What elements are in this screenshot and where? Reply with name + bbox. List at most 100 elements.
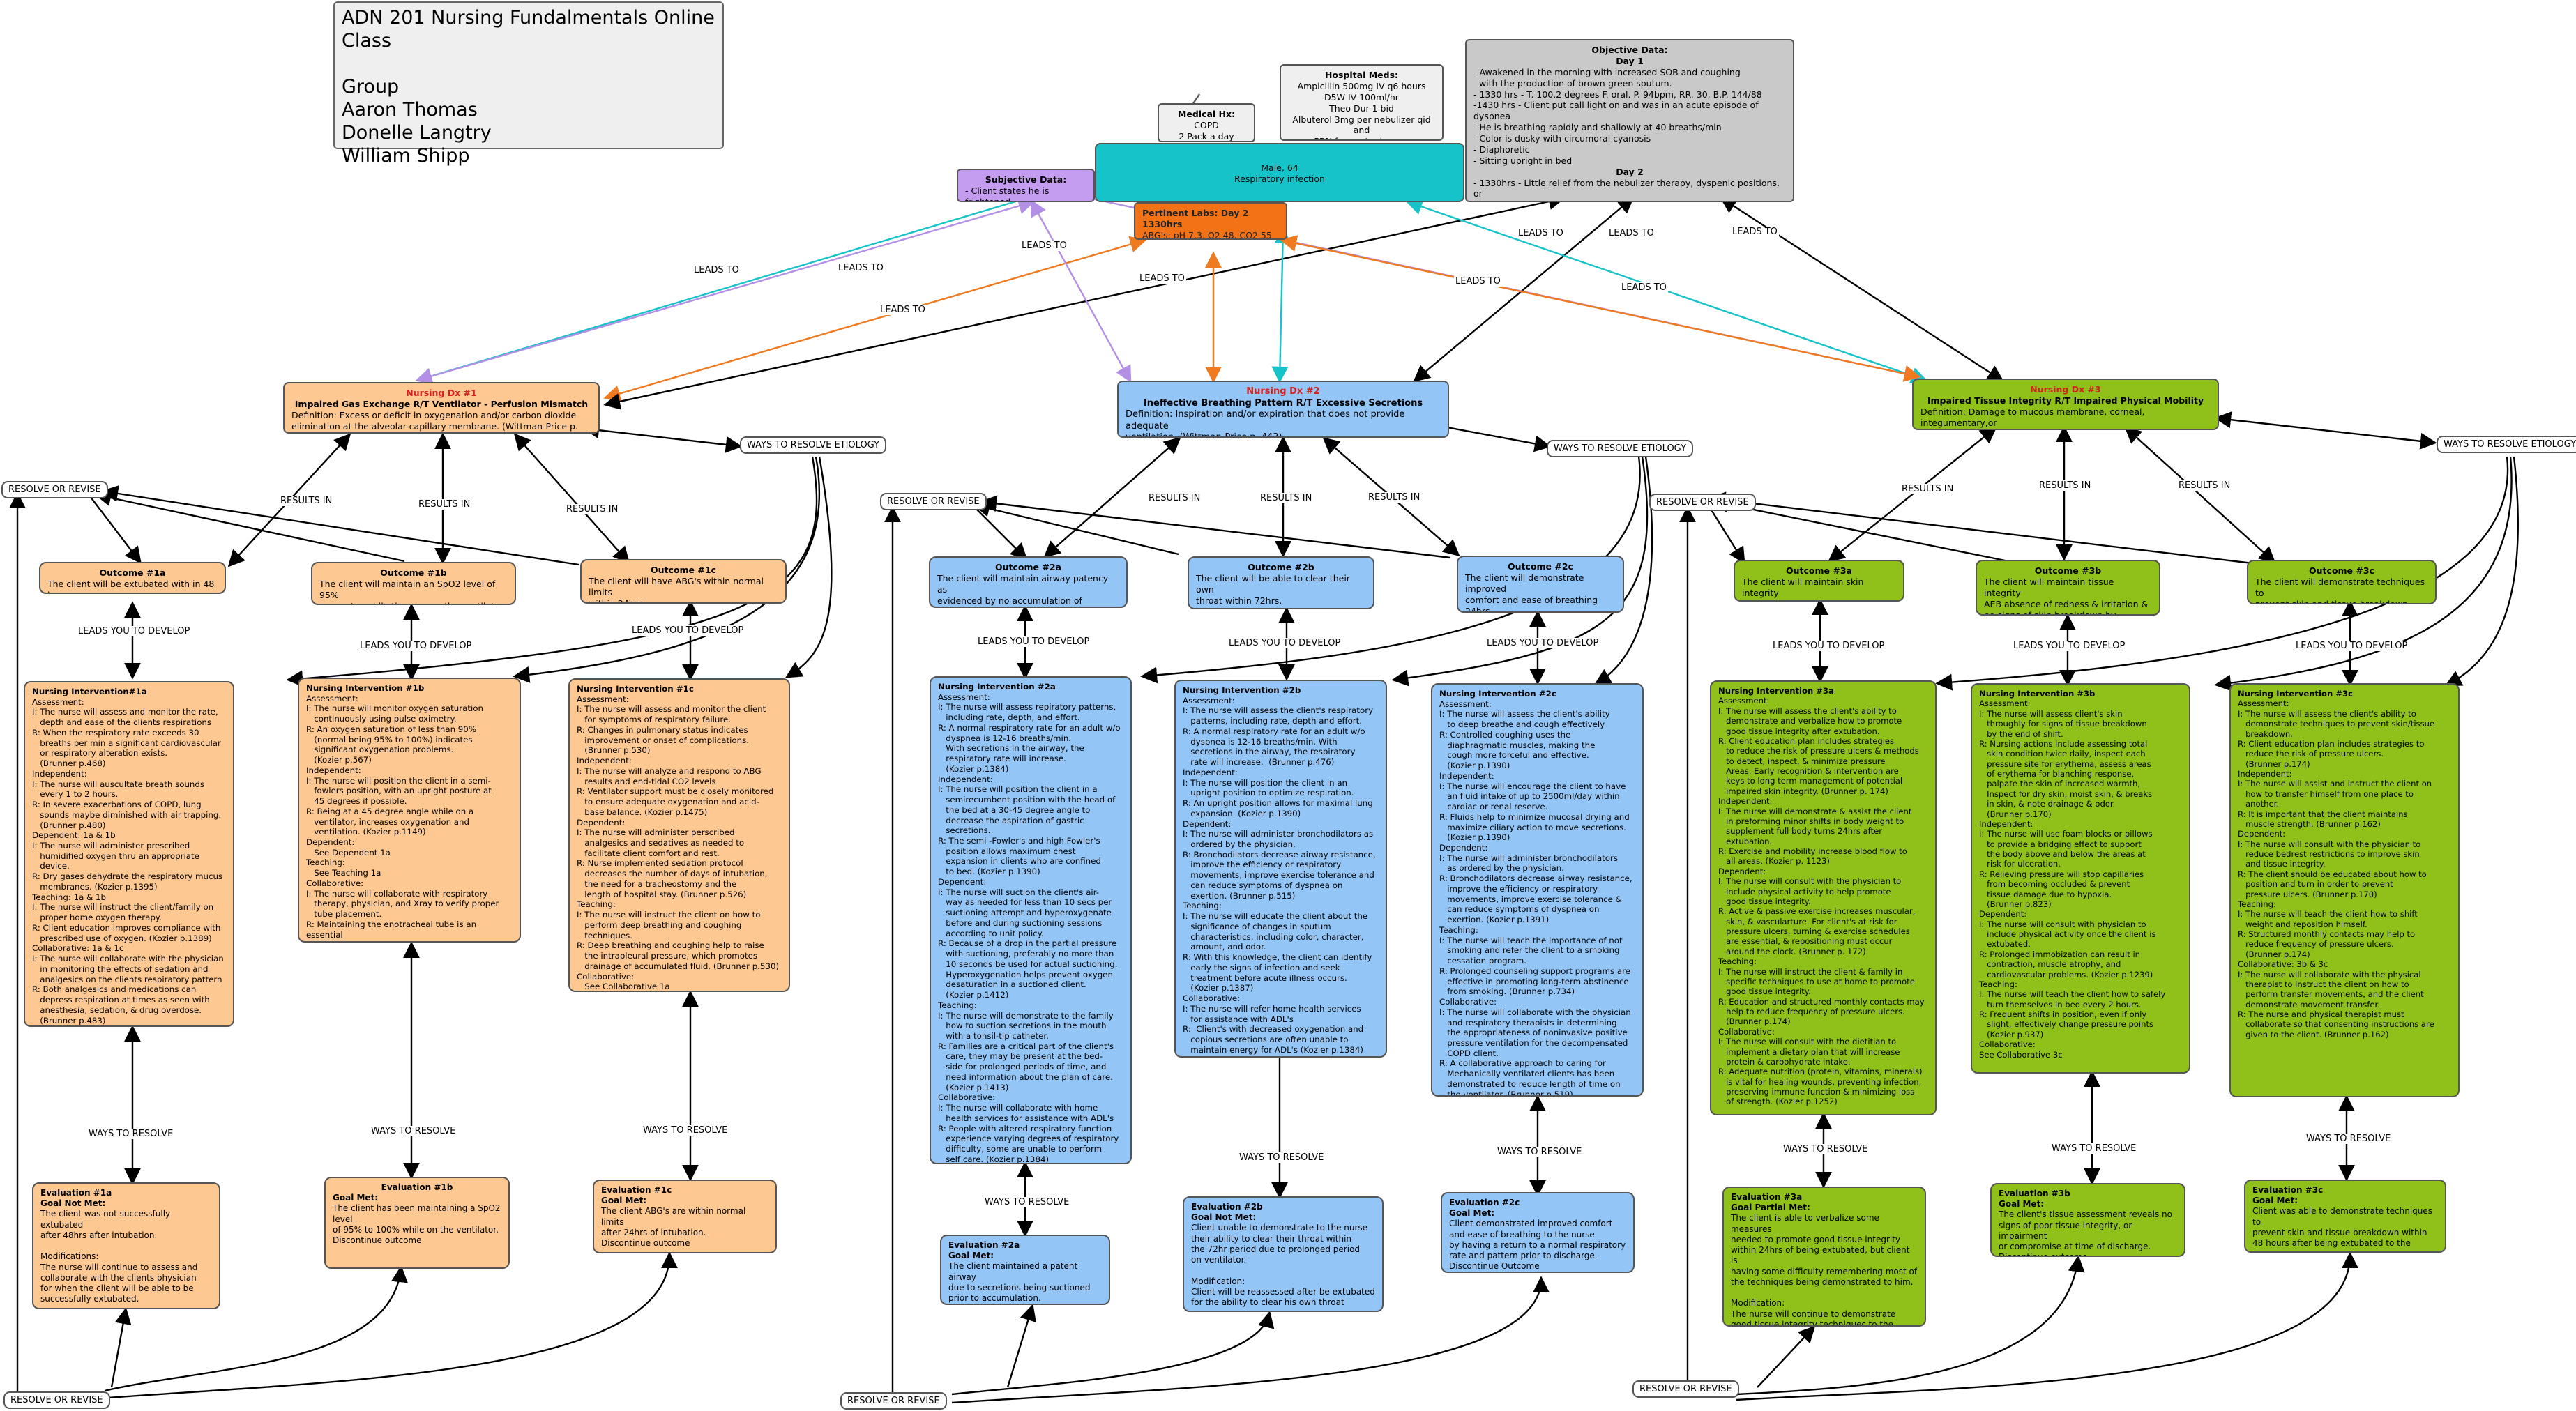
resolve-or-revise-3-top[interactable]: RESOLVE OR REVISE — [1649, 494, 1756, 511]
dx1-definition: Definition: Excess or deficit in oxygena… — [291, 409, 578, 432]
results-in-label: RESULTS IN — [1900, 484, 1955, 494]
medical-hx-box: Medical Hx:COPD 2 Pack a day smoker — [1158, 103, 1255, 142]
evaluation-2c-text: Client demonstrated improved comfort and… — [1449, 1219, 1626, 1272]
leads-you-to-develop-label: LEADS YOU TO DEVELOP — [77, 626, 192, 636]
ways-to-resolve-label: WAYS TO RESOLVE — [370, 1126, 457, 1136]
results-in-label: RESULTS IN — [1367, 492, 1422, 503]
ways-to-resolve-label: WAYS TO RESOLVE — [983, 1197, 1071, 1207]
resolve-or-revise-2-top[interactable]: RESOLVE OR REVISE — [880, 493, 987, 510]
intervention-1a-text: Assessment: I: The nurse will assess and… — [32, 696, 224, 1025]
evaluation-2a-goal: Goal Met: — [948, 1251, 994, 1261]
results-in-label: RESULTS IN — [1147, 493, 1202, 503]
leads-to-label: LEADS TO — [1517, 228, 1565, 238]
evaluation-2c-title: Evaluation #2c — [1449, 1198, 1520, 1207]
outcome-1b-title: Outcome #1b — [380, 567, 447, 578]
resolve-or-revise-1-top[interactable]: RESOLVE OR REVISE — [1, 481, 108, 498]
results-in-label: RESULTS IN — [2177, 480, 2232, 491]
evaluation-3c-goal: Goal Met: — [2252, 1196, 2298, 1206]
dx1-title: Impaired Gas Exchange R/T Ventilator - P… — [294, 398, 589, 409]
evaluation-1b-goal: Goal Met: — [333, 1193, 379, 1203]
leads-to-label: LEADS TO — [1620, 282, 1668, 293]
ways-to-resolve-label: WAYS TO RESOLVE — [1782, 1144, 1870, 1154]
ways-to-resolve-etiology-3[interactable]: WAYS TO RESOLVE ETIOLOGY — [2437, 436, 2576, 453]
intervention-2c-text: Assessment: I: The nurse will assess the… — [1439, 699, 1632, 1097]
dx2-tag: Nursing Dx #2 — [1246, 386, 1320, 397]
ways-to-resolve-label: WAYS TO RESOLVE — [2305, 1134, 2393, 1144]
intervention-1c-title: Nursing Intervention #1c — [577, 684, 694, 694]
medical-hx-title: Medical Hx: — [1177, 109, 1236, 119]
intervention-1c-text: Assessment: I: The nurse will assess and… — [577, 694, 780, 992]
results-in-label: RESULTS IN — [565, 504, 620, 514]
ways-to-resolve-etiology-2[interactable]: WAYS TO RESOLVE ETIOLOGY — [1547, 440, 1694, 457]
evaluation-3a-title: Evaluation #3a — [1731, 1192, 1803, 1202]
leads-to-label: LEADS TO — [1454, 276, 1502, 287]
outcome-3a-text: The client will maintain skin integrity … — [1742, 576, 1864, 600]
intervention-3c-title: Nursing Intervention #3c — [2238, 689, 2353, 699]
intervention-3b-text: Assessment: I: The nurse will assess cli… — [1979, 699, 2166, 1060]
labs-text: ABG's: pH 7.3, O2 48, CO2 55 HCO3 30 — [1142, 229, 1272, 240]
outcome-2a-title: Outcome #2a — [995, 562, 1061, 572]
subjective-title: Subjective Data: — [985, 174, 1067, 185]
outcome-2a-text: The client will maintain airway patency … — [937, 572, 1109, 607]
evaluation-2b-goal: Goal Not Met: — [1191, 1212, 1257, 1223]
outcome-2c-title: Outcome #2c — [1508, 561, 1573, 572]
results-in-label: RESULTS IN — [279, 496, 334, 506]
resolve-or-revise-2-bottom[interactable]: RESOLVE OR REVISE — [840, 1392, 947, 1410]
evaluation-2c-goal: Goal Met: — [1449, 1208, 1495, 1219]
dx3-definition: Definition: Damage to mucous membrane, c… — [1920, 406, 2145, 429]
objective-day2: Day 2 — [1616, 166, 1644, 177]
evaluation-1a-title: Evaluation #1a — [40, 1188, 112, 1198]
intervention-3a-text: Assessment: I: The nurse will assess the… — [1718, 696, 1925, 1107]
leads-you-to-develop-label: LEADS YOU TO DEVELOP — [1485, 638, 1600, 648]
evaluation-1c-goal: Goal Met: — [601, 1196, 647, 1206]
resolve-or-revise-1-bottom[interactable]: RESOLVE OR REVISE — [3, 1391, 110, 1409]
dx3-title: Impaired Tissue Integrity R/T Impaired P… — [1927, 395, 2204, 406]
outcome-3b-title: Outcome #3b — [2034, 565, 2102, 576]
subjective-text: - Client states he is frightened — [965, 185, 1052, 202]
resolve-or-revise-3-bottom[interactable]: RESOLVE OR REVISE — [1632, 1380, 1739, 1398]
outcome-3c-title: Outcome #3c — [2309, 565, 2374, 576]
leads-you-to-develop-label: LEADS YOU TO DEVELOP — [2012, 641, 2127, 651]
leads-you-to-develop-label: LEADS YOU TO DEVELOP — [630, 625, 745, 636]
leads-to-label: LEADS TO — [879, 305, 927, 315]
evaluation-3c-text: Client was able to demonstrate technique… — [2252, 1206, 2433, 1251]
outcome-3c-text: The client will demonstrate techniques t… — [2255, 576, 2425, 604]
intervention-3c-text: Assessment: I: The nurse will assess the… — [2238, 699, 2435, 1039]
ways-to-resolve-label: WAYS TO RESOLVE — [87, 1129, 175, 1139]
leads-you-to-develop-label: LEADS YOU TO DEVELOP — [976, 636, 1091, 647]
evaluation-2b-text: Client unable to demonstrate to the nurs… — [1191, 1223, 1375, 1308]
evaluation-3a-goal: Goal Partial Met: — [1731, 1203, 1810, 1213]
leads-to-label: LEADS TO — [1020, 241, 1068, 251]
intervention-1b-title: Nursing Intervention #1b — [306, 683, 425, 693]
outcome-3a-title: Outcome #3a — [1786, 565, 1852, 576]
labs-title: Pertinent Labs: Day 2 1330hrs — [1142, 208, 1252, 229]
dx1-tag: Nursing Dx #1 — [406, 388, 477, 398]
leads-you-to-develop-label: LEADS YOU TO DEVELOP — [2294, 641, 2409, 651]
ways-to-resolve-etiology-1[interactable]: WAYS TO RESOLVE ETIOLOGY — [740, 436, 887, 454]
evaluation-1b-text: The client has been maintaining a SpO2 l… — [333, 1203, 501, 1246]
evaluation-3a-text: The client is able to verbalize some mea… — [1731, 1213, 1918, 1327]
results-in-label: RESULTS IN — [2038, 480, 2093, 491]
evaluation-3b-text: The client's tissue assessment reveals n… — [1999, 1210, 2172, 1256]
leads-you-to-develop-label: LEADS YOU TO DEVELOP — [358, 641, 473, 651]
intervention-2a-text: Assessment: I: The nurse will assess rep… — [938, 692, 1121, 1164]
